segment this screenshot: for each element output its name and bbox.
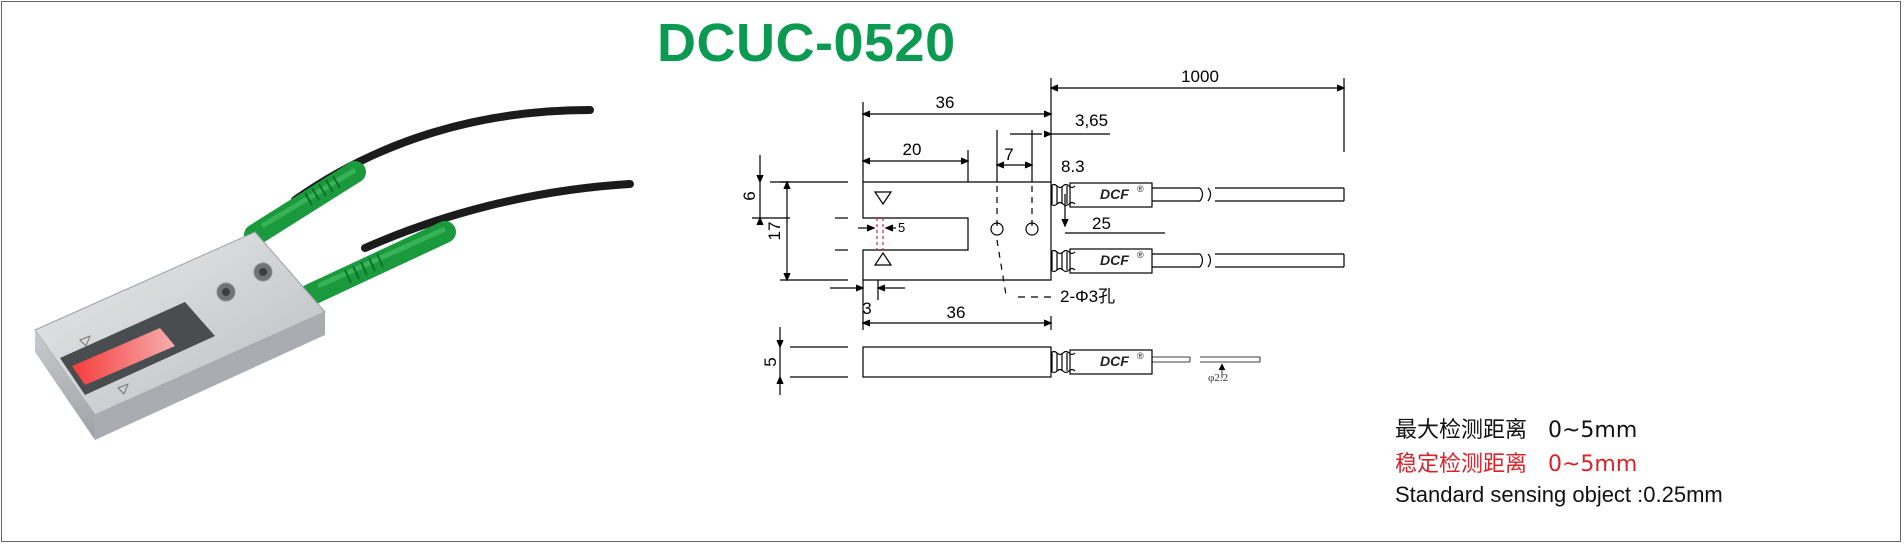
green-sleeve-lower bbox=[299, 221, 456, 306]
cable-lower bbox=[361, 180, 634, 252]
product-title: DCUC-0520 bbox=[657, 13, 956, 73]
hole-note: 2-Φ3孔 bbox=[1060, 287, 1115, 306]
fiber-lower bbox=[1050, 248, 1345, 274]
dim-3-65: 3,65 bbox=[1075, 111, 1108, 130]
dim-1000: 1000 bbox=[1181, 67, 1219, 86]
registered-mark-upper: ® bbox=[1137, 184, 1144, 194]
dim-6: 6 bbox=[740, 191, 759, 200]
drawing-labels: 36 20 7 3,65 1000 6 17 5 3 36 5 8.3 25 2… bbox=[740, 67, 1228, 384]
spec-sensing-object: Standard sensing object :0.25mm bbox=[1395, 482, 1723, 507]
fiber-upper bbox=[1050, 182, 1345, 208]
triangle-mark-1 bbox=[79, 335, 91, 347]
diameter-note: φ2.2 bbox=[1208, 372, 1228, 384]
side-view-fiber bbox=[1050, 349, 1261, 378]
dim-5-side: 5 bbox=[761, 357, 780, 366]
spec-max-distance: 最大检测距离 0~5mm bbox=[1395, 418, 1638, 443]
dim-8-3: 8.3 bbox=[1061, 157, 1085, 176]
registered-mark-side: ® bbox=[1137, 351, 1144, 361]
body-outline bbox=[862, 181, 1052, 281]
dim-3: 3 bbox=[862, 299, 871, 318]
dim-5-slot: 5 bbox=[898, 220, 905, 235]
sensor-body-side bbox=[35, 330, 95, 440]
side-view-body bbox=[862, 346, 1052, 378]
brand-logo-side: DCF bbox=[1100, 353, 1129, 369]
dim-7: 7 bbox=[1004, 145, 1013, 164]
dim-36-top: 36 bbox=[936, 93, 955, 112]
triangle-mark-2 bbox=[117, 383, 129, 395]
dim-17: 17 bbox=[765, 222, 784, 241]
brand-logo-lower: DCF bbox=[1100, 252, 1129, 268]
red-light-beam bbox=[72, 328, 175, 385]
dim-20: 20 bbox=[903, 140, 922, 159]
dim-25: 25 bbox=[1092, 214, 1111, 233]
technical-drawing bbox=[752, 78, 1346, 395]
sensor-body-front bbox=[95, 312, 325, 440]
dim-36-bottom: 36 bbox=[947, 303, 966, 322]
spec-stable-distance: 稳定检测距离 0~5mm bbox=[1395, 452, 1638, 477]
green-sleeve-upper bbox=[244, 161, 366, 246]
sensor-photo bbox=[34, 106, 634, 440]
brand-logo-upper: DCF bbox=[1100, 186, 1129, 202]
registered-mark-lower: ® bbox=[1137, 250, 1144, 260]
